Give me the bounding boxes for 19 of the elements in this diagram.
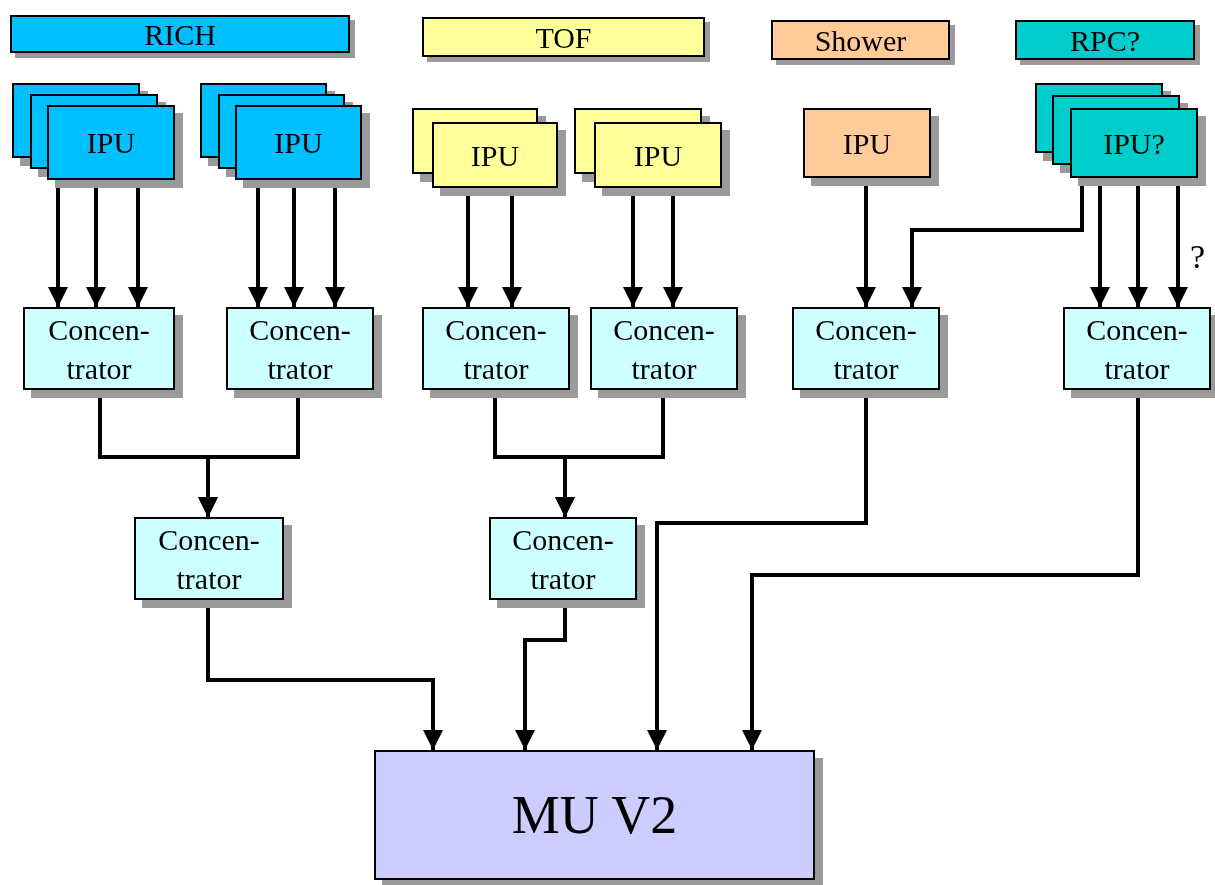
node-label: IPU	[86, 125, 136, 161]
node-label: RPC?	[1070, 22, 1140, 59]
node-label: Concen- trator	[1085, 311, 1189, 387]
node-label: IPU?	[1103, 125, 1165, 162]
node-label: Concen- trator	[814, 311, 918, 387]
node-label: Shower	[814, 22, 907, 59]
node-label: Concen- trator	[47, 311, 151, 387]
node-label: Concen- trator	[511, 521, 615, 597]
node-label: Concen- trator	[444, 311, 548, 387]
node-label: Concen- trator	[612, 311, 716, 387]
node-label: RICH	[144, 16, 216, 53]
node-label: IPU	[470, 137, 520, 174]
node-label: IPU	[633, 137, 683, 174]
node-label: TOF	[535, 19, 592, 56]
node-label: MU V2	[511, 783, 678, 847]
node-label: IPU	[842, 125, 892, 162]
node-label: IPU	[274, 125, 323, 161]
node-label: Concen- trator	[248, 311, 352, 387]
node-label: Concen- trator	[157, 521, 261, 597]
